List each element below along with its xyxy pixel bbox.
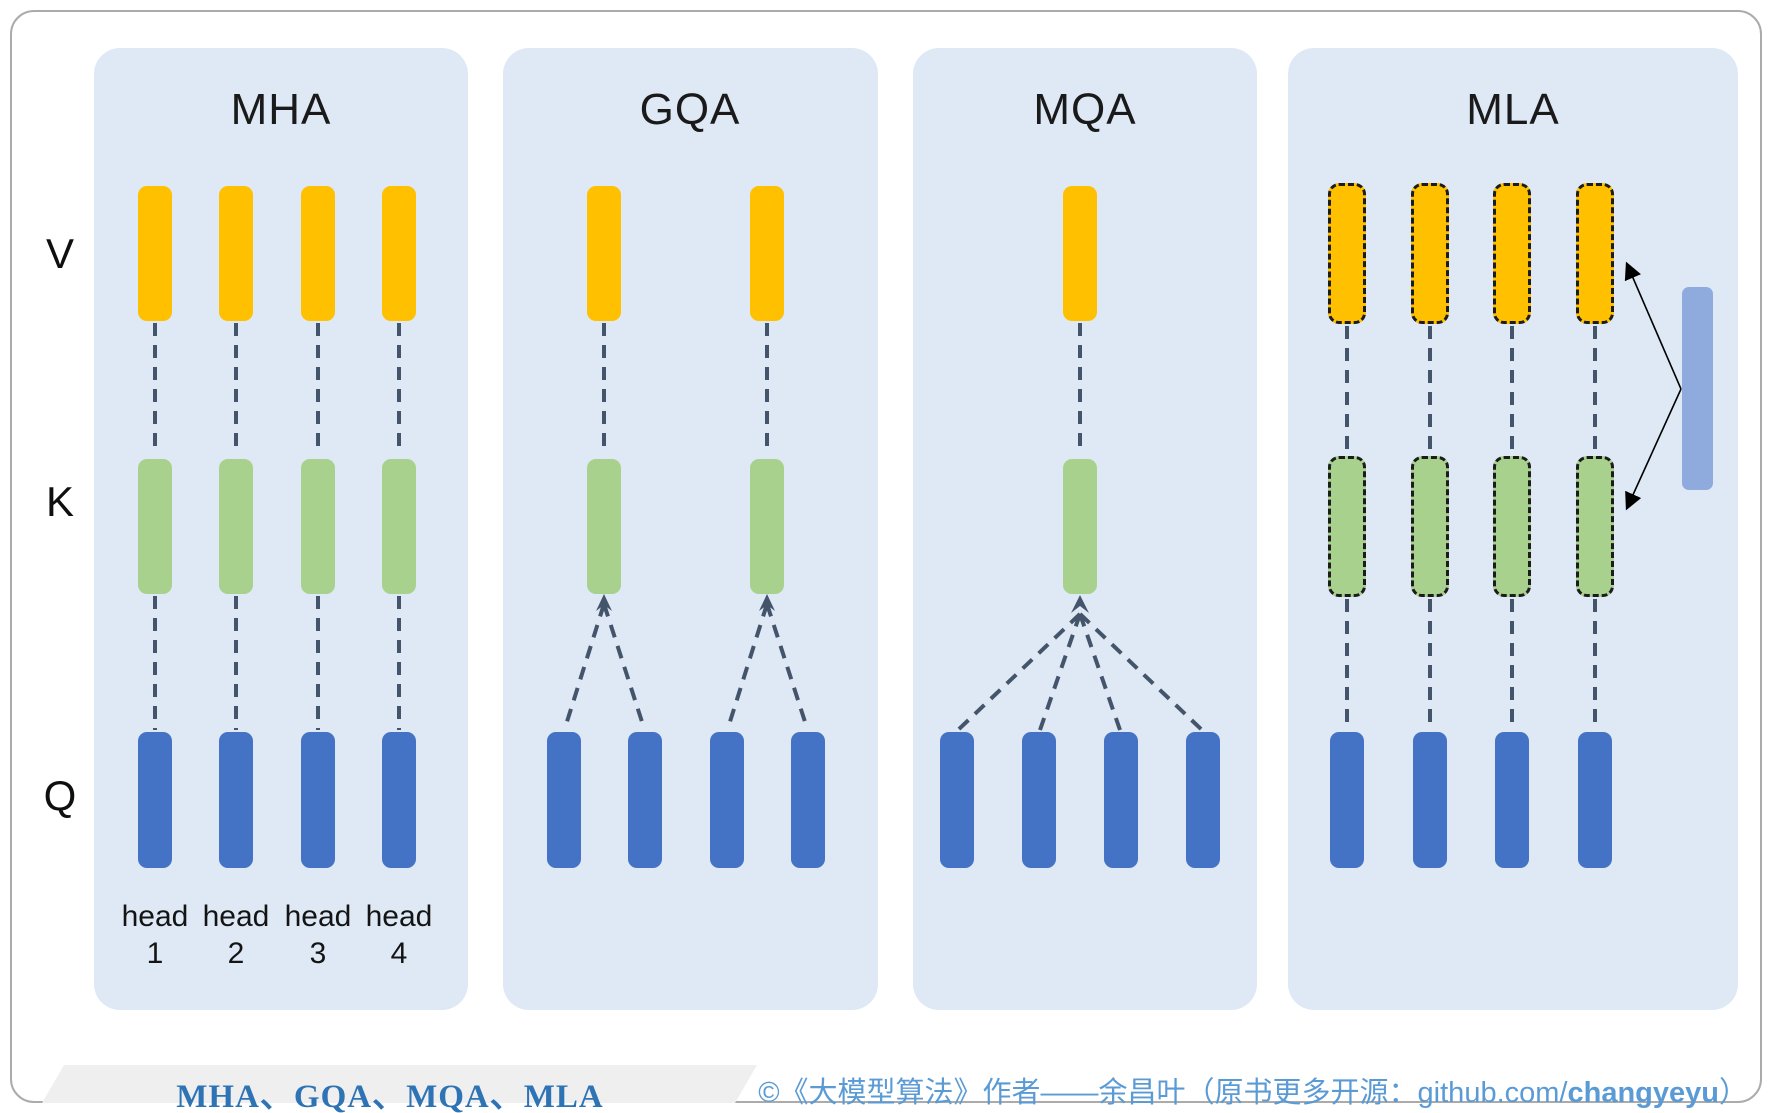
mla-k-bar-2 [1411, 456, 1449, 597]
mha-q-bar-4 [382, 732, 416, 868]
mla-v-bar-2 [1411, 183, 1449, 324]
mla-q-bar-2 [1413, 732, 1447, 868]
head-label-4: head 4 [354, 898, 444, 972]
mla-v-bar-1 [1328, 183, 1366, 324]
mqa-k-bar [1063, 459, 1097, 594]
head-word-3: head [284, 900, 352, 933]
mqa-q-bar-4 [1186, 732, 1220, 868]
panel-title-mqa: MQA [1033, 85, 1137, 134]
mha-k-bar-4 [382, 459, 416, 594]
mla-v-bar-4 [1576, 183, 1614, 324]
panel-title-mha: MHA [230, 85, 332, 134]
gqa-q-bar-2 [628, 732, 662, 868]
mha-v-bar-4 [382, 186, 416, 321]
head-label-3: head 3 [273, 898, 363, 972]
gqa-k-bar-2 [750, 459, 784, 594]
mla-q-bar-4 [1578, 732, 1612, 868]
head-label-2: head 2 [191, 898, 281, 972]
mla-k-bar-4 [1576, 456, 1614, 597]
mqa-q-bar-3 [1104, 732, 1138, 868]
gqa-q-bar-3 [710, 732, 744, 868]
mha-v-bar-2 [219, 186, 253, 321]
mqa-q-bar-2 [1022, 732, 1056, 868]
copyright-suffix: ） [1718, 1077, 1748, 1109]
row-label-q: Q [43, 772, 77, 819]
mha-q-bar-3 [301, 732, 335, 868]
head-num-1: 1 [146, 937, 164, 970]
gqa-v-bar-2 [750, 186, 784, 321]
mla-q-bar-1 [1330, 732, 1364, 868]
mqa-q-bar-1 [940, 732, 974, 868]
mha-q-bar-2 [219, 732, 253, 868]
row-label-v: V [45, 230, 74, 277]
mha-k-bar-1 [138, 459, 172, 594]
mha-k-bar-3 [301, 459, 335, 594]
head-word-1: head [121, 900, 189, 933]
panel-title-gqa: GQA [639, 85, 741, 134]
mla-v-bar-3 [1493, 183, 1531, 324]
head-num-4: 4 [390, 937, 408, 970]
footer-title: MHA、GQA、MQA、MLA [176, 1079, 604, 1113]
mha-v-bar-1 [138, 186, 172, 321]
head-label-1: head 1 [110, 898, 200, 972]
head-num-2: 2 [227, 937, 245, 970]
mla-k-bar-1 [1328, 456, 1366, 597]
mha-q-bar-1 [138, 732, 172, 868]
gqa-q-bar-1 [547, 732, 581, 868]
gqa-v-bar-1 [587, 186, 621, 321]
mla-q-bar-3 [1495, 732, 1529, 868]
head-num-3: 3 [309, 937, 327, 970]
mqa-v-bar [1063, 186, 1097, 321]
mha-v-bar-3 [301, 186, 335, 321]
mla-k-bar-3 [1493, 456, 1531, 597]
mla-latent-kv-bar [1682, 287, 1713, 490]
footer-copyright: ©《大模型算法》作者——余昌叶（原书更多开源：github.com/changy… [700, 1069, 1748, 1111]
gqa-k-bar-1 [587, 459, 621, 594]
mha-k-bar-2 [219, 459, 253, 594]
head-word-4: head [365, 900, 433, 933]
copyright-text: ©《大模型算法》作者——余昌叶（原书更多开源：github.com/ [758, 1077, 1568, 1109]
gqa-q-bar-4 [791, 732, 825, 868]
panel-title-mla: MLA [1466, 85, 1560, 134]
head-word-2: head [202, 900, 270, 933]
copyright-handle: changyeyu [1567, 1077, 1719, 1109]
row-label-k: K [45, 478, 74, 525]
